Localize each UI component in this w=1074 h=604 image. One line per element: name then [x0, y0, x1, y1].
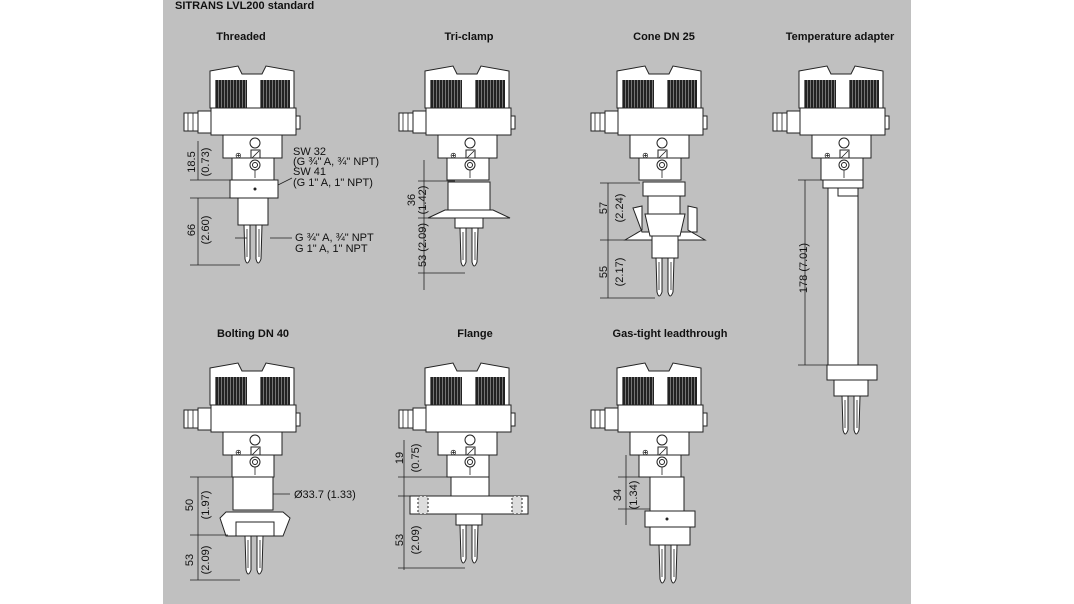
tuning-fork	[459, 227, 479, 267]
dim-label: 57	[598, 202, 610, 214]
wrench-size-label: SW 32	[293, 146, 326, 158]
dim-label: 53	[394, 534, 406, 546]
variant-gas-tight-leadthrough: Gas-tight leadthrough 34 (1.34)	[590, 328, 728, 584]
variant-flange: Flange 19 (0.75) 53 (2.09)	[394, 328, 529, 570]
dim-label: (0.73)	[200, 148, 212, 177]
variant-triclamp: Tri-clamp 36 (1.42) 53 (2.09)	[398, 31, 516, 290]
variant-cone: Cone DN 25 57 (2.24) 55 (2.17)	[590, 31, 708, 299]
dim-label: 19	[394, 452, 406, 464]
variant-label: Temperature adapter	[786, 31, 895, 43]
tuning-fork	[244, 535, 264, 575]
dim-label: 53 (2.09)	[417, 223, 429, 267]
dim-label: (1.42)	[417, 186, 429, 215]
variant-label: Cone DN 25	[633, 31, 695, 43]
dim-label: 34	[612, 489, 624, 501]
diagram-title: SITRANS LVL200 standard	[175, 0, 314, 12]
variant-temperature-adapter: Temperature adapter 178 (7.01)	[772, 31, 895, 435]
tuning-fork	[841, 395, 861, 435]
sensor-head	[590, 65, 708, 181]
sensor-head	[590, 362, 708, 478]
dim-label: 50	[184, 499, 196, 511]
tuning-fork	[658, 544, 678, 584]
variant-label: Tri-clamp	[445, 31, 494, 43]
tuning-fork	[243, 224, 263, 264]
thread-label: G ¾" A, ¾" NPT	[295, 232, 374, 244]
thread-label: G 1" A, 1" NPT	[295, 243, 368, 255]
sensor-head	[772, 65, 890, 181]
variant-bolting: Bolting DN 40 50 (1.97) 53 (2.09) Ø33.7 …	[183, 328, 356, 581]
thread-label: (G ¾" A, ¾" NPT)	[293, 156, 379, 168]
dim-label: (1.34)	[628, 481, 640, 510]
variant-label: Threaded	[216, 31, 266, 43]
thread	[237, 197, 269, 226]
dim-label: (2.60)	[200, 216, 212, 245]
dim-label: (2.09)	[200, 546, 212, 575]
dim-label: (2.24)	[614, 194, 626, 223]
thread-label: (G 1" A, 1" NPT)	[293, 177, 373, 189]
dim-label: 36	[406, 194, 418, 206]
dim-label: 53	[184, 554, 196, 566]
dim-label: (0.75)	[410, 444, 422, 473]
tuning-fork	[459, 524, 479, 564]
tuning-fork	[655, 257, 675, 297]
dim-label: 55	[598, 266, 610, 278]
variant-label: Flange	[457, 328, 492, 340]
variant-threaded: Threaded 18.5 (0.73) 66 (2.60) SW 32 (G …	[183, 31, 379, 266]
sensor-head	[183, 362, 301, 478]
dim-label: 18.5	[186, 151, 198, 172]
dim-label: (1.97)	[200, 491, 212, 520]
variant-label: Bolting DN 40	[217, 328, 289, 340]
variant-label: Gas-tight leadthrough	[613, 328, 728, 340]
dim-label: (2.09)	[410, 526, 422, 555]
wrench-size-label: SW 41	[293, 166, 326, 178]
dim-label: (2.17)	[614, 258, 626, 287]
diameter-label: Ø33.7 (1.33)	[294, 489, 356, 501]
sensor-head	[398, 65, 516, 181]
dim-label: 66	[186, 224, 198, 236]
dim-label: 178 (7.01)	[798, 243, 810, 293]
